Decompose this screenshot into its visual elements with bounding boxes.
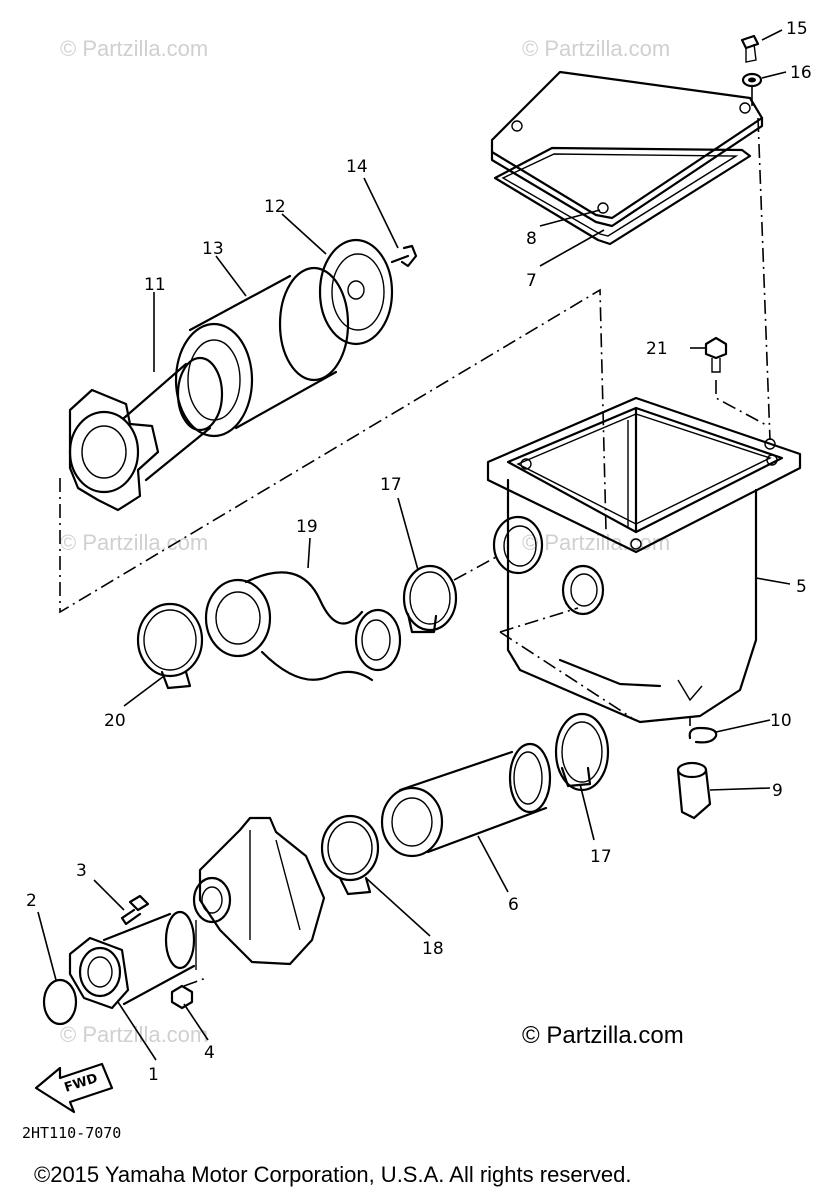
callout-18[interactable]: 18 <box>422 939 444 959</box>
callout-15[interactable]: 15 <box>786 19 808 39</box>
airbox-gasket[interactable] <box>493 146 752 246</box>
callout-16[interactable]: 16 <box>790 63 812 83</box>
footer-copyright: ©2015 Yamaha Motor Corporation, U.S.A. A… <box>34 1162 632 1187</box>
fwd-arrow-icon: FWD <box>34 1062 114 1114</box>
o-ring-2[interactable] <box>42 978 78 1026</box>
callout-19[interactable]: 19 <box>296 517 318 537</box>
washer-16[interactable] <box>741 72 763 88</box>
bolt-21[interactable] <box>704 336 728 373</box>
callout-21[interactable]: 21 <box>646 339 668 359</box>
callout-12[interactable]: 12 <box>264 197 286 217</box>
callout-8[interactable]: 8 <box>526 229 537 249</box>
nut-4[interactable] <box>170 984 194 1010</box>
bolt-3[interactable] <box>120 894 150 926</box>
watermark: © Partzilla.com <box>522 530 671 555</box>
hose-clamp-17-upper[interactable] <box>402 564 458 634</box>
callout-9[interactable]: 9 <box>772 781 783 801</box>
joint-manifold-1[interactable] <box>68 910 197 1010</box>
hose-clamp-18[interactable] <box>320 814 380 896</box>
wing-bolt-14[interactable] <box>390 244 418 268</box>
watermark: © Partzilla.com <box>522 36 671 61</box>
callout-5[interactable]: 5 <box>796 577 807 597</box>
airbox-case[interactable] <box>486 396 802 724</box>
watermark: © Partzilla.com <box>60 530 209 555</box>
callout-1[interactable]: 1 <box>148 1065 159 1085</box>
callout-14[interactable]: 14 <box>346 157 368 177</box>
callout-4[interactable]: 4 <box>204 1043 215 1063</box>
watermark: © Partzilla.com <box>60 36 209 61</box>
airbox-lid[interactable] <box>490 70 764 228</box>
joint-hose-19[interactable] <box>204 571 402 682</box>
copyright-mark: © Partzilla.com <box>522 1022 684 1049</box>
callout-7[interactable]: 7 <box>526 271 537 291</box>
drain-tube-9[interactable] <box>676 761 712 820</box>
hose-clamp-17-lower[interactable] <box>554 712 610 792</box>
callout-17-upper[interactable]: 17 <box>380 475 402 495</box>
callout-2[interactable]: 2 <box>26 891 37 911</box>
element-cap-12[interactable] <box>318 238 394 346</box>
carburetor[interactable] <box>192 816 326 966</box>
bolt-15[interactable] <box>740 34 760 63</box>
element-guide-11[interactable] <box>68 356 224 512</box>
callout-17-lower[interactable]: 17 <box>590 847 612 867</box>
callout-3[interactable]: 3 <box>76 861 87 881</box>
diagram-code: 2HT110-7070 <box>22 1124 122 1142</box>
clip-10[interactable] <box>688 726 718 744</box>
intake-hose-6[interactable] <box>380 742 552 858</box>
hose-clamp-20[interactable] <box>136 602 204 690</box>
leader-lines <box>37 29 791 1061</box>
callout-20[interactable]: 20 <box>104 711 126 731</box>
callout-13[interactable]: 13 <box>202 239 224 259</box>
air-filter-13[interactable] <box>174 266 350 438</box>
callout-6[interactable]: 6 <box>508 895 519 915</box>
callout-10[interactable]: 10 <box>770 711 792 731</box>
callout-11[interactable]: 11 <box>144 275 166 295</box>
